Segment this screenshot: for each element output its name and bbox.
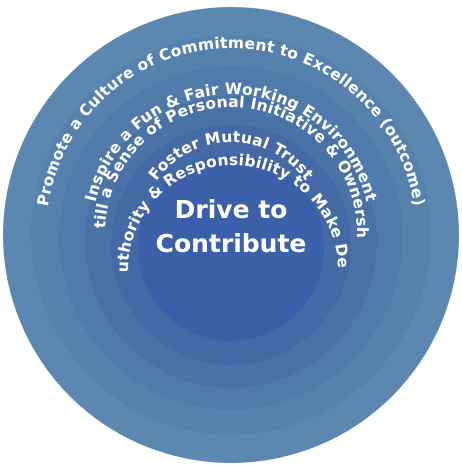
core-title-line1: Drive to	[175, 195, 288, 224]
core-circle	[138, 155, 324, 341]
core-title-line2: Contribute	[156, 229, 307, 258]
